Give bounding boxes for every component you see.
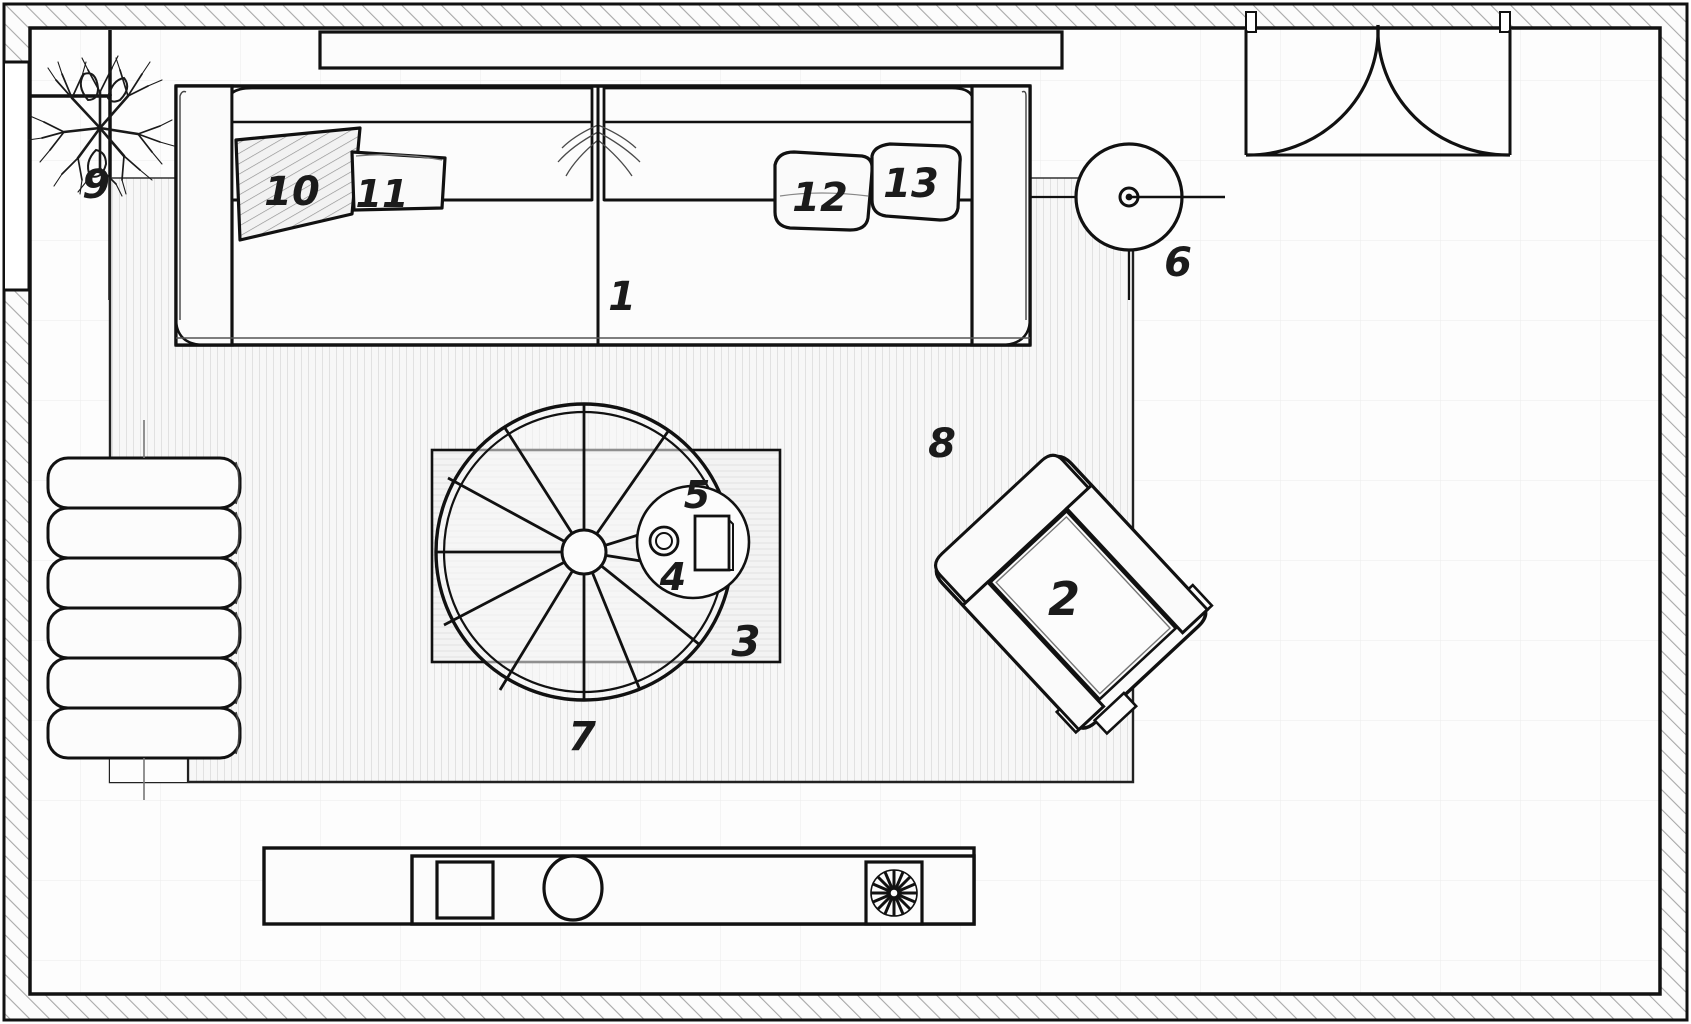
label-13: 13 xyxy=(883,161,939,207)
media-console[interactable] xyxy=(262,846,976,926)
window-left-wall xyxy=(5,60,31,292)
book-stack[interactable] xyxy=(693,514,734,572)
label-5: 5 xyxy=(684,473,710,517)
label-12: 12 xyxy=(792,175,848,221)
throw-pillow-far[interactable] xyxy=(870,142,962,222)
armchair[interactable] xyxy=(924,443,1226,748)
double-door-right[interactable] xyxy=(1244,11,1512,157)
label-4: 4 xyxy=(659,555,686,599)
throw-pillow-mid[interactable] xyxy=(350,150,447,212)
label-7: 7 xyxy=(568,714,596,760)
tray-group[interactable] xyxy=(635,484,751,600)
console-fan-vent-icon xyxy=(864,860,924,926)
label-3: 3 xyxy=(731,617,760,666)
console-circle-icon xyxy=(542,854,604,922)
wall-niche-top xyxy=(318,30,1064,70)
side-table-round[interactable] xyxy=(1030,142,1225,300)
label-8: 8 xyxy=(928,421,956,467)
label-6: 6 xyxy=(1164,240,1192,286)
throw-pillow-right[interactable] xyxy=(773,150,874,232)
label-10: 10 xyxy=(264,169,320,215)
label-11: 11 xyxy=(356,172,409,216)
label-2: 2 xyxy=(1048,572,1080,626)
label-1: 1 xyxy=(608,274,636,320)
console-square-icon xyxy=(435,860,495,920)
number-labels: 1 2 3 4 5 6 7 8 9 10 11 12 13 xyxy=(82,161,1192,760)
radiator-shelf-unit[interactable] xyxy=(46,420,242,800)
label-9: 9 xyxy=(82,162,110,208)
throw-pillow-left[interactable] xyxy=(234,126,362,242)
bowl-tray[interactable] xyxy=(648,525,680,557)
potted-plant-tree[interactable] xyxy=(27,55,175,197)
